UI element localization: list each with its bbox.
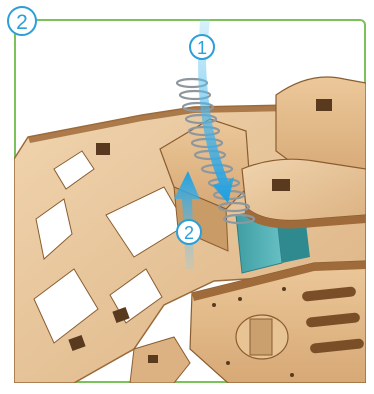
assembly-illustration xyxy=(14,19,366,383)
step-number-badge: 2 xyxy=(7,6,37,36)
callout-2-badge: 2 xyxy=(176,219,202,245)
bottom-foot-piece xyxy=(130,337,190,383)
callout-1-badge: 1 xyxy=(189,34,215,60)
